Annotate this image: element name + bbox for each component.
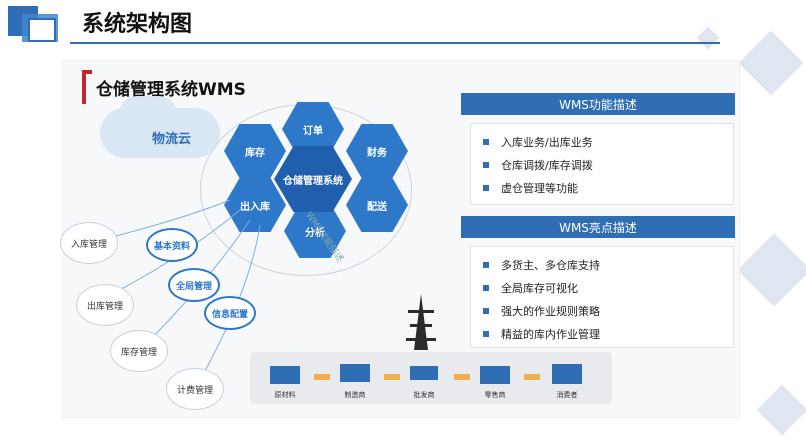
circle-inbound: 入库管理 — [60, 222, 118, 264]
circle-billing: 计费管理 — [166, 368, 224, 410]
cloud-shape-top — [118, 96, 178, 136]
header-divider — [70, 42, 720, 44]
page-title: 系统架构图 — [82, 12, 193, 37]
highlight-item: 全局库存可视化 — [483, 280, 578, 296]
decor-diamond-1 — [738, 30, 804, 96]
bullet-icon — [483, 262, 489, 268]
cloud-label: 物流云 — [152, 132, 192, 147]
func-item: 虚仓管理等功能 — [483, 180, 578, 196]
hex-analysis: 分析 — [284, 204, 346, 258]
highlight-item: 多货主、多仓库支持 — [483, 257, 600, 273]
bullet-icon — [483, 139, 489, 145]
func-item: 仓库调拨/库存调拨 — [483, 157, 593, 173]
hex-finance: 财务 — [346, 124, 408, 178]
circle-outbound: 出库管理 — [76, 284, 134, 326]
decor-diamond-3 — [737, 233, 806, 307]
hex-delivery: 配送 — [346, 178, 408, 232]
flow-step-label: 消费者 — [556, 391, 578, 399]
flow-step-label: 批发商 — [413, 391, 435, 399]
func-item: 入库业务/出库业务 — [483, 134, 593, 150]
factory-icon — [270, 366, 300, 384]
func-section-header: WMS功能描述 — [461, 93, 735, 115]
decor-diamond-4 — [756, 384, 806, 436]
flow-arrow-icon — [384, 374, 400, 380]
store-icon — [552, 364, 582, 384]
tower-icon — [406, 294, 436, 350]
highlight-section-header: WMS亮点描述 — [461, 216, 735, 238]
header-logo-square-3 — [28, 18, 56, 42]
ship-icon — [480, 366, 510, 384]
manufacturer-icon — [340, 364, 370, 382]
func-section-box: 入库业务/出库业务 仓库调拨/库存调拨 虚仓管理等功能 — [470, 123, 734, 205]
title-bracket — [82, 70, 92, 104]
flow-step-label: 原材料 — [274, 391, 296, 399]
highlight-section-box: 多货主、多仓库支持 全局库存可视化 强大的作业规则策略 精益的库内作业管理 — [470, 246, 734, 348]
bullet-icon — [483, 162, 489, 168]
diagram-brand-title: 仓储管理系统WMS — [96, 80, 246, 100]
decor-diamond-2 — [696, 26, 720, 50]
flow-step-label: 零售商 — [484, 391, 506, 399]
flow-arrow-icon — [454, 374, 470, 380]
flow-arrow-icon — [524, 374, 540, 380]
bullet-icon — [483, 331, 489, 337]
supply-chain-steps: 原材料 制造商 批发商 零售商 消费者 — [262, 360, 602, 404]
hex-center: 仓储管理系统 — [274, 146, 352, 212]
highlight-item: 精益的库内作业管理 — [483, 326, 600, 342]
flow-step-label: 制造商 — [344, 391, 366, 399]
flow-arrow-icon — [314, 374, 330, 380]
pill-info-config: 信息配置 — [204, 296, 256, 330]
circle-stock: 库存管理 — [110, 330, 168, 372]
plane-icon — [410, 366, 438, 380]
highlight-item: 强大的作业规则策略 — [483, 303, 600, 319]
pill-basic-data: 基本资料 — [146, 228, 198, 262]
bullet-icon — [483, 185, 489, 191]
bullet-icon — [483, 285, 489, 291]
bullet-icon — [483, 308, 489, 314]
pill-global-mgmt: 全局管理 — [168, 268, 220, 302]
